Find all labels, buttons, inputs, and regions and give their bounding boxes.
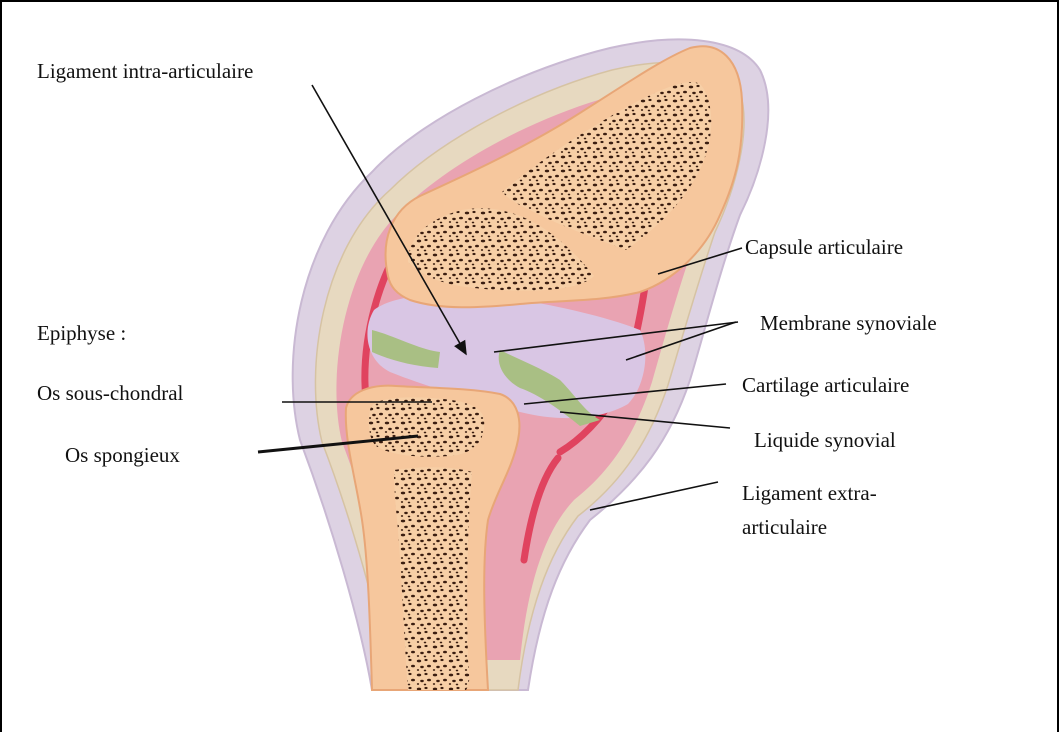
label-cartilage-articulaire: Cartilage articulaire xyxy=(742,373,909,397)
label-ligament-intra-articulaire: Ligament intra-articulaire xyxy=(37,59,253,83)
label-ligament-extra-line2: articulaire xyxy=(742,515,827,539)
label-membrane-synoviale: Membrane synoviale xyxy=(760,311,937,335)
lower-bone-spongy-shaft xyxy=(394,467,472,690)
label-ligament-extra-line1: Ligament extra- xyxy=(742,481,877,505)
label-capsule-articulaire: Capsule articulaire xyxy=(745,235,903,259)
label-epiphyse: Epiphyse : xyxy=(37,321,126,345)
lower-bone-spongy-epiphysis xyxy=(369,397,484,456)
label-os-sous-chondral: Os sous-chondral xyxy=(37,381,184,405)
label-liquide-synovial: Liquide synovial xyxy=(754,428,896,452)
label-os-spongieux: Os spongieux xyxy=(65,443,180,467)
